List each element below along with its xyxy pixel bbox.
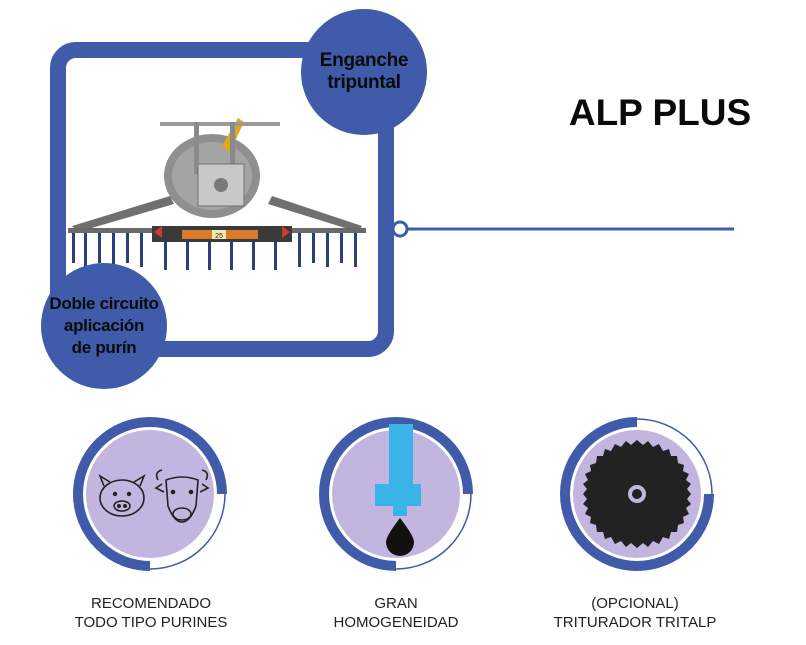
- feature-label-homogeneity: GRAN HOMOGENEIDAD: [333, 595, 459, 631]
- feature-label-shredder: (OPCIONAL) TRITURADOR TRITALP: [553, 595, 717, 631]
- drop-icon: [386, 518, 414, 556]
- license-plate-number: 25: [215, 233, 223, 240]
- homogeneity-ring: [319, 417, 474, 572]
- slurry-tanker-image: 25: [68, 118, 366, 270]
- shredder-ring: [560, 416, 715, 571]
- badge-bottom-line3: de purín: [71, 338, 137, 357]
- pig-icon: [98, 474, 146, 517]
- cow-icon: [154, 469, 210, 523]
- three-point-hitch-badge: Enganche tripuntal: [301, 9, 427, 135]
- badge-top-line1: Enganche: [319, 50, 409, 71]
- nozzle-icon: [375, 424, 421, 516]
- badge-top-line2: tripuntal: [327, 72, 401, 93]
- slurry-types-ring: [73, 417, 228, 572]
- double-circuit-badge: Doble circuito aplicación de purín: [41, 263, 167, 389]
- badge-bottom-line1: Doble circuito: [49, 294, 159, 313]
- badge-bottom-line2: aplicación: [63, 316, 145, 335]
- feature-label-slurry-types: RECOMENDADO TODO TIPO PURINES: [74, 595, 228, 631]
- connector-line: [391, 220, 734, 238]
- saw-blade-icon: [583, 440, 691, 548]
- product-title: ALP PLUS: [568, 92, 752, 133]
